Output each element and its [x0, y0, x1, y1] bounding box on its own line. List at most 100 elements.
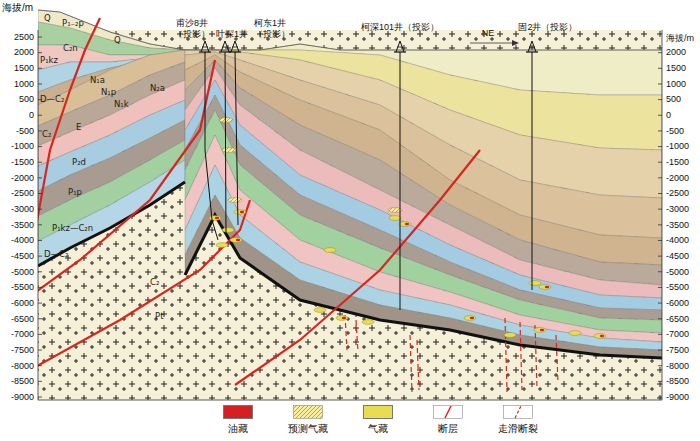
- tick: [658, 209, 662, 210]
- predicted-gas: [219, 118, 233, 123]
- tick: [38, 334, 42, 335]
- direction-arrow: [512, 40, 519, 46]
- gas-reservoir: [336, 316, 348, 321]
- tick-label: -7000: [666, 329, 689, 339]
- tick: [38, 256, 42, 257]
- derrick: [397, 47, 403, 48]
- tick-label: -1500: [11, 157, 34, 167]
- swatch-line: [515, 406, 521, 418]
- derrick: [202, 47, 208, 48]
- gas-reservoir: [314, 308, 326, 313]
- strike-slip-fault: [417, 340, 419, 390]
- tick-label: -1000: [11, 141, 34, 151]
- tick-label: -3000: [666, 204, 689, 214]
- tick-label: -6500: [666, 314, 689, 324]
- tick: [38, 365, 42, 366]
- stratum-label: N₂a: [150, 84, 165, 94]
- gas-reservoir: [234, 210, 246, 215]
- tick: [658, 381, 662, 382]
- axes: [38, 30, 662, 400]
- fault: [235, 150, 480, 385]
- gas-reservoir: [209, 216, 221, 221]
- tick: [658, 99, 662, 100]
- tick: [658, 115, 662, 116]
- oil-reservoir: [342, 317, 346, 319]
- tick: [38, 37, 42, 38]
- tick-label: -4500: [666, 251, 689, 261]
- tick: [38, 83, 42, 84]
- legend-label: 走滑断裂: [498, 423, 538, 435]
- well-name: （投影）: [254, 29, 290, 39]
- tick: [658, 303, 662, 304]
- tick: [658, 52, 662, 53]
- oil-reservoir: [545, 286, 549, 288]
- well-name: 叶探1井: [216, 29, 248, 39]
- tick-label: -2000: [11, 173, 34, 183]
- tick: [658, 318, 662, 319]
- swatch-fill: [294, 406, 323, 419]
- oil-reservoir: [600, 335, 604, 337]
- tick: [658, 68, 662, 69]
- tick-label: -3500: [11, 220, 34, 230]
- tick-label: 500: [19, 94, 34, 104]
- tick-label: 1000: [666, 79, 686, 89]
- derrick: [221, 41, 229, 52]
- tick: [38, 209, 42, 210]
- tick: [658, 224, 662, 225]
- derrick: [229, 51, 241, 52]
- tick-label: -4000: [666, 235, 689, 245]
- strike-slip-fault: [520, 322, 522, 390]
- tick-label: -500: [666, 126, 684, 136]
- tick: [38, 271, 42, 272]
- tick-label: -3500: [666, 220, 689, 230]
- predicted-gas: [228, 198, 242, 203]
- stratum-label: D—C₂: [44, 250, 68, 260]
- derrick: [396, 41, 404, 52]
- swatch-line: [445, 406, 451, 418]
- derrick: [526, 51, 538, 52]
- tick: [38, 350, 42, 351]
- tick: [38, 224, 42, 225]
- tick: [38, 115, 42, 116]
- tick-label: -2500: [11, 188, 34, 198]
- axis: [38, 30, 39, 400]
- tick: [38, 303, 42, 304]
- gas-reservoir: [594, 334, 606, 339]
- strike-slip-fault: [356, 320, 358, 352]
- well-name: 柯深101井（投影）: [361, 22, 439, 32]
- tick-label: -7500: [11, 345, 34, 355]
- stratum-label: P₁kz: [40, 56, 58, 66]
- tick-label: -7500: [666, 345, 689, 355]
- stratum-label: P₁p: [68, 188, 82, 198]
- gas-reservoir: [324, 248, 336, 253]
- well-name: 固2井（投影）: [518, 22, 577, 32]
- tick: [658, 334, 662, 335]
- tick: [38, 318, 42, 319]
- strike-slip-fault: [535, 325, 537, 388]
- derrick: [231, 41, 239, 52]
- gas-reservoir: [362, 320, 374, 325]
- legend-label: 气藏: [368, 423, 388, 435]
- tick: [658, 162, 662, 163]
- tick-label: -9000: [666, 392, 689, 402]
- direction-label: NE: [482, 28, 495, 38]
- well-path: [532, 52, 533, 290]
- tick-label: -6500: [11, 314, 34, 324]
- tick: [658, 287, 662, 288]
- tick-label: 1500: [14, 63, 34, 73]
- tick-label: -8500: [11, 376, 34, 386]
- gas-reservoir: [464, 316, 476, 321]
- stratum-label: E: [76, 123, 81, 133]
- fault: [38, 18, 100, 270]
- legend-swatch: [503, 405, 533, 419]
- predicted-gas: [222, 148, 236, 153]
- gas-reservoir: [389, 216, 401, 221]
- tick: [38, 397, 42, 398]
- tick-label: -8500: [666, 376, 689, 386]
- tick: [38, 52, 42, 53]
- axis-title: 海拔/m: [666, 33, 694, 43]
- tick-label: -2000: [666, 173, 689, 183]
- tick: [658, 83, 662, 84]
- tick-label: -7000: [11, 329, 34, 339]
- stratum-label: D—C₂: [40, 95, 64, 105]
